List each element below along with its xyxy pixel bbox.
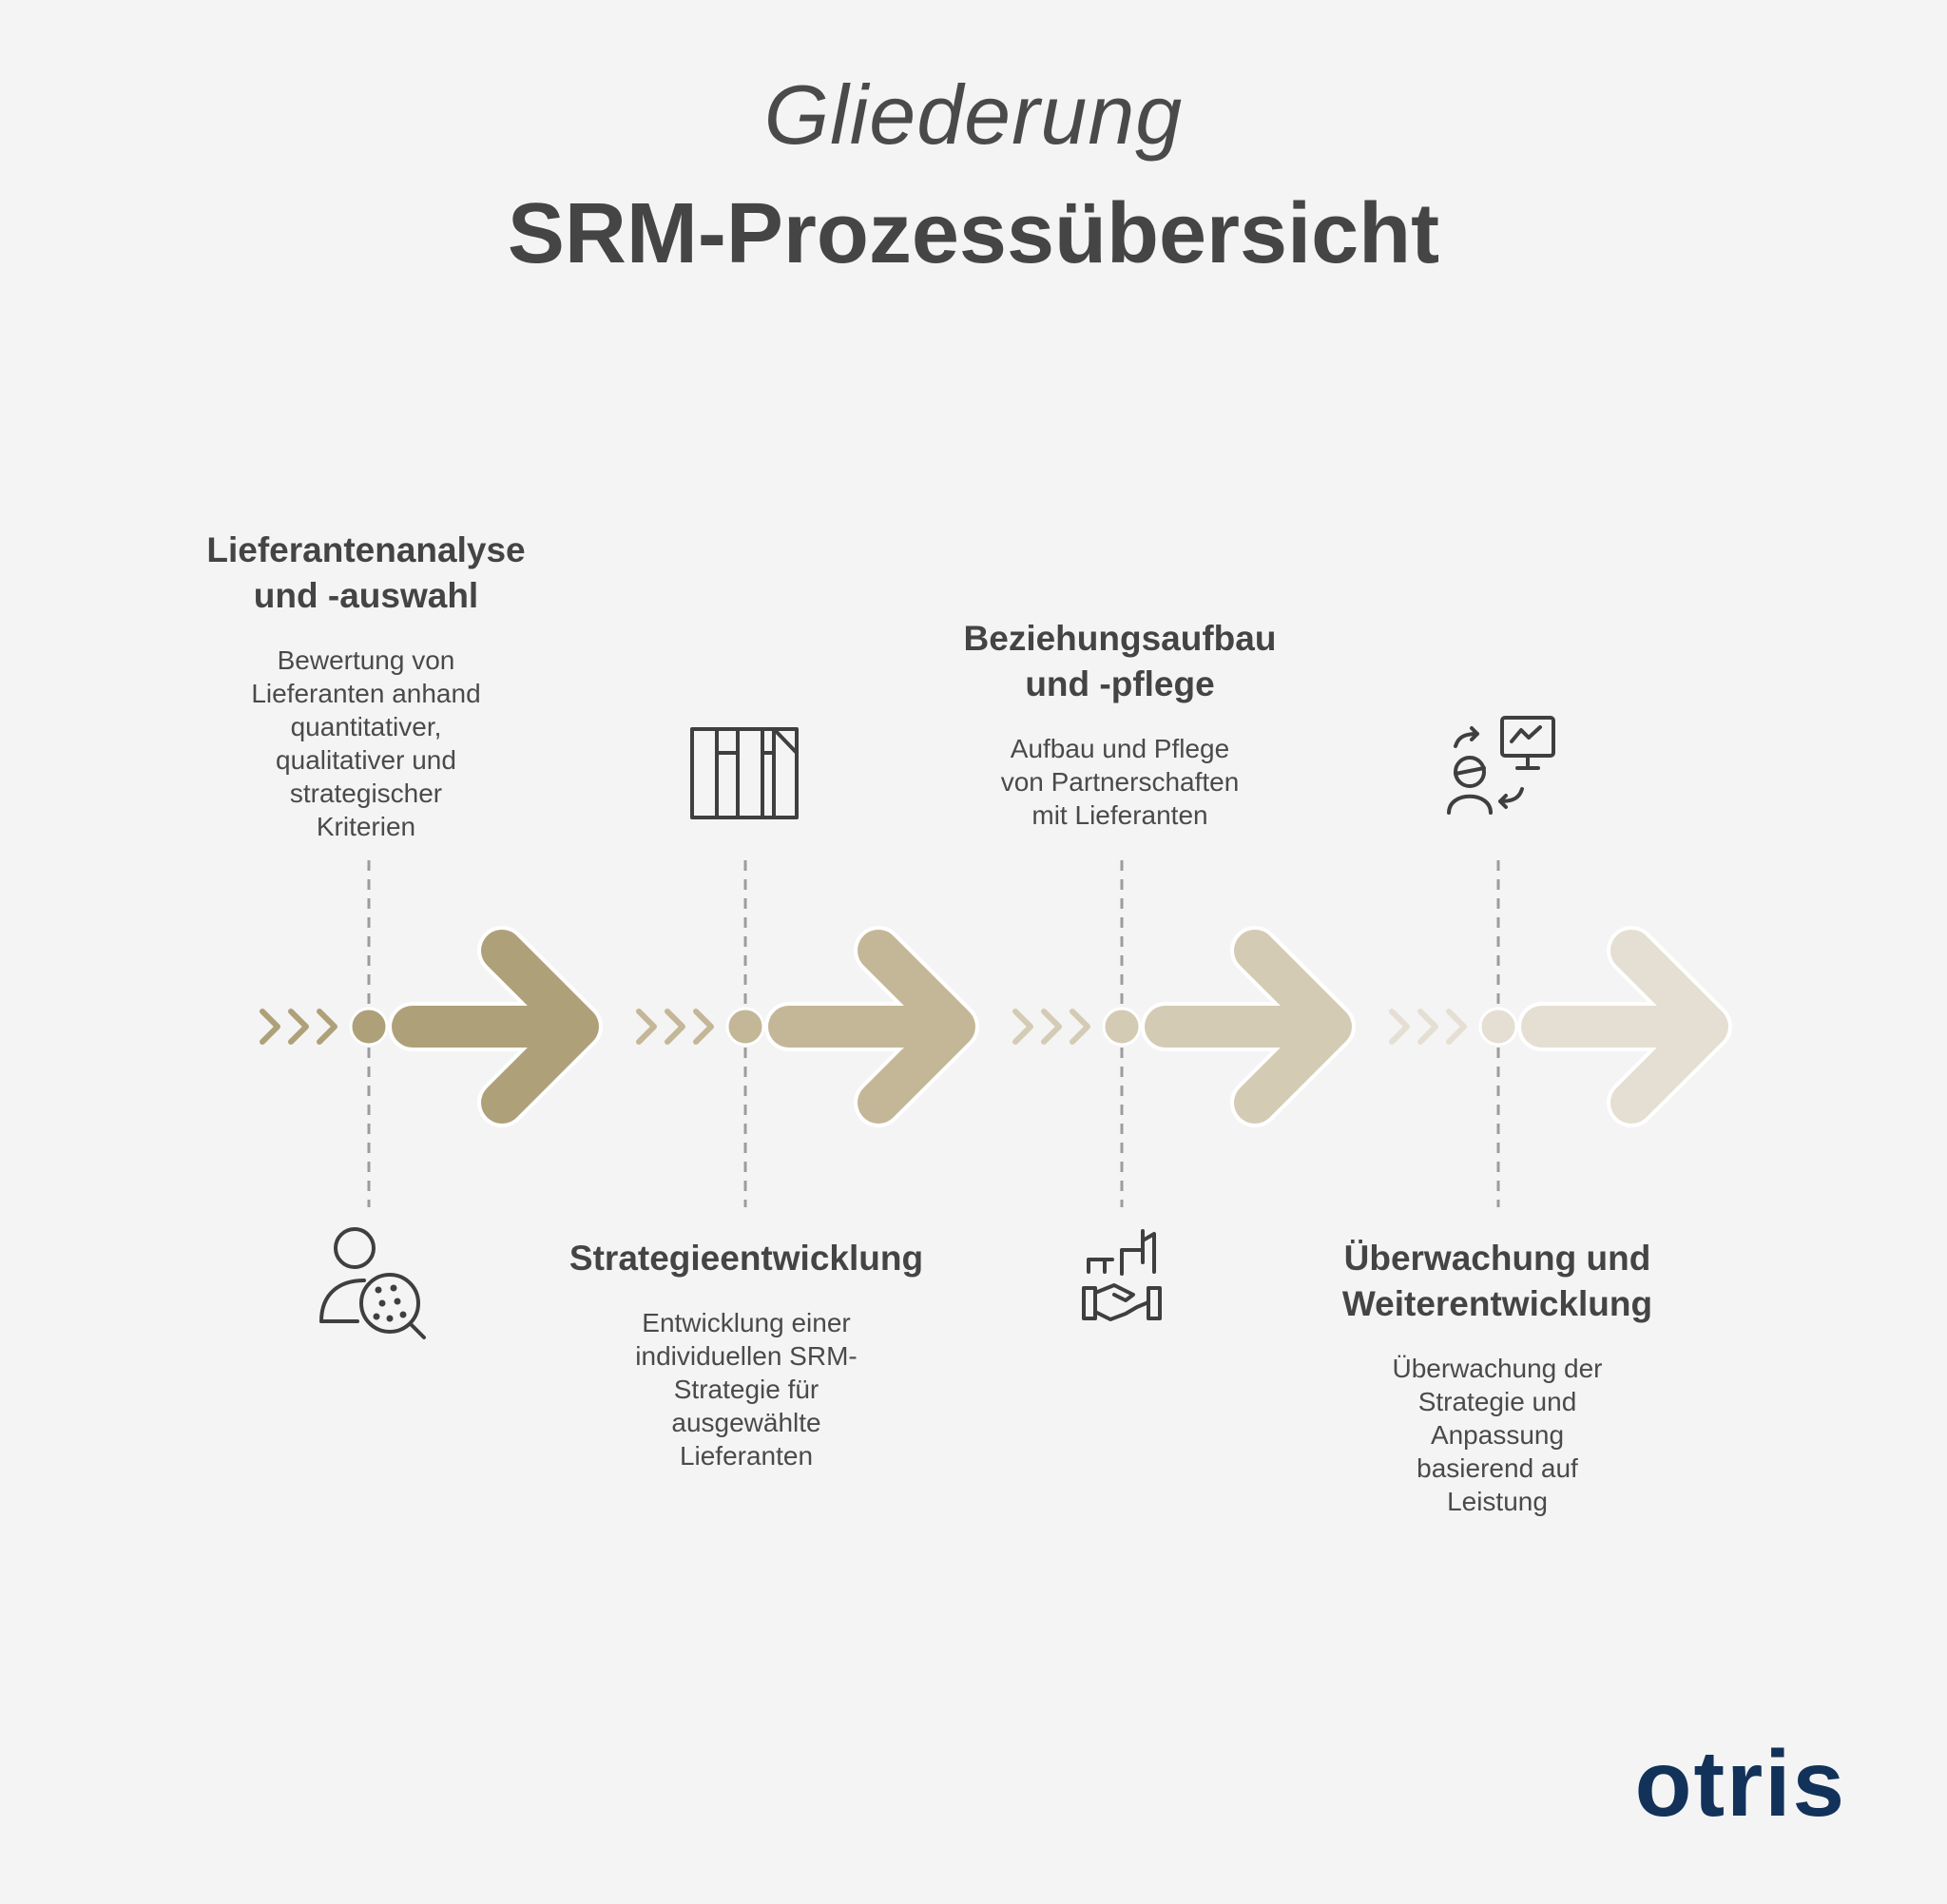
step-block-4: Überwachung und Weiterentwicklung Überwa… xyxy=(1307,1236,1687,1518)
step-description: Überwachung der Strategie und Anpassung … xyxy=(1392,1354,1603,1516)
chevron xyxy=(1417,1009,1438,1045)
person-head xyxy=(334,1227,376,1269)
step-description: Bewertung von Lieferanten anhand quantit… xyxy=(251,645,481,841)
chevron xyxy=(693,1009,714,1045)
cuffs xyxy=(1082,1286,1162,1320)
step-dot xyxy=(1102,1007,1142,1047)
dot xyxy=(386,1315,394,1322)
chevron xyxy=(636,1009,657,1045)
building xyxy=(1141,1229,1156,1274)
chart-line xyxy=(1510,725,1542,743)
building-lines xyxy=(1087,1248,1145,1276)
chevron xyxy=(665,1009,685,1045)
handshake-building-icon xyxy=(1082,1229,1162,1321)
supplier-search-icon xyxy=(319,1227,426,1339)
step-title: Lieferantenanalyse und -auswahl xyxy=(206,530,526,615)
strategy-columns-icon xyxy=(690,727,799,819)
chevron xyxy=(1041,1009,1062,1045)
person-monitor-exchange-icon xyxy=(1447,716,1555,815)
dot xyxy=(375,1286,382,1294)
step-dot xyxy=(349,1007,389,1047)
step-block-2: Strategieentwicklung Entwicklung einer i… xyxy=(547,1236,946,1472)
magnifier-handle xyxy=(409,1322,426,1339)
step-arrow xyxy=(392,930,599,1124)
step-title: Beziehungsaufbau und -pflege xyxy=(963,619,1277,703)
person-body xyxy=(319,1279,366,1323)
step-title: Überwachung und Weiterentwicklung xyxy=(1341,1239,1653,1323)
dot xyxy=(390,1284,397,1292)
monitor-stand xyxy=(1515,754,1540,770)
person-hair xyxy=(1454,766,1486,776)
chevron xyxy=(260,1009,280,1045)
step-dot xyxy=(1478,1007,1518,1047)
dot xyxy=(394,1298,401,1305)
step-arrow xyxy=(1145,930,1352,1124)
chevron xyxy=(1012,1009,1033,1045)
magnifier-lens xyxy=(359,1273,420,1334)
dot xyxy=(399,1311,407,1318)
otris-logo: otris xyxy=(1634,1731,1846,1836)
step-title: Strategieentwicklung xyxy=(569,1239,924,1278)
step-block-3: Beziehungsaufbau und -pflege Aufbau und … xyxy=(930,616,1310,832)
details xyxy=(715,727,799,755)
chevron xyxy=(317,1009,337,1045)
chevron xyxy=(288,1009,309,1045)
chevron xyxy=(1389,1009,1410,1045)
step-description: Entwicklung einer individuellen SRM- Str… xyxy=(635,1308,858,1471)
chevron xyxy=(1446,1009,1467,1045)
arrow-top xyxy=(1454,726,1479,748)
person-body xyxy=(1447,794,1493,815)
frame xyxy=(690,727,799,819)
dot xyxy=(373,1313,380,1320)
dot xyxy=(378,1299,386,1307)
step-description: Aufbau und Pflege von Partnerschaften mi… xyxy=(1000,734,1240,830)
kicker-heading: Gliederung xyxy=(763,67,1184,162)
hands xyxy=(1093,1283,1150,1321)
step-block-1: Lieferantenanalyse und -auswahl Bewertun… xyxy=(190,528,542,843)
arrow-bottom xyxy=(1498,787,1524,809)
step-dot xyxy=(725,1007,765,1047)
step-arrow xyxy=(1521,930,1728,1124)
page-title: SRM-Prozessübersicht xyxy=(507,186,1440,281)
chevron xyxy=(1070,1009,1090,1045)
step-arrow xyxy=(768,930,975,1124)
